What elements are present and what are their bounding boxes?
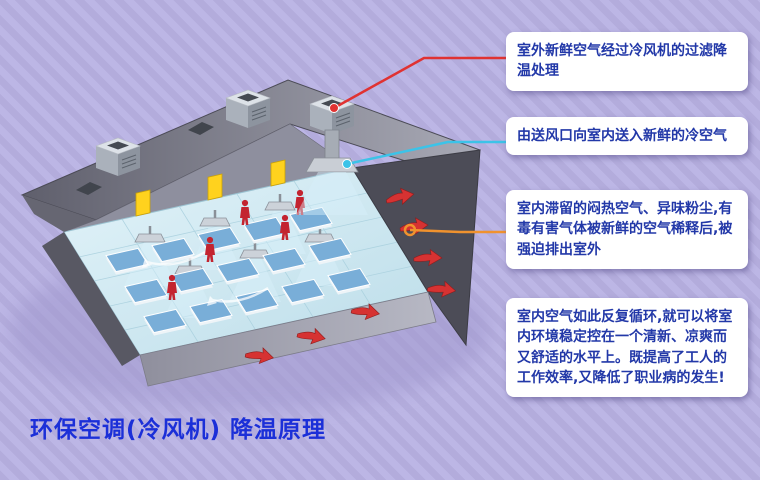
rooftop-cooler-unit [225,89,271,129]
orange-ring-marker [403,223,417,237]
callout-fresh-air-intake: 室外新鲜空气经过冷风机的过滤降温处理 [506,32,748,91]
callout-connectors [329,56,506,237]
front-wall [139,291,437,387]
left-wall-upper [22,195,96,232]
callout-exhaust-air: 室内滞留的闷热空气、异味粉尘,有毒有害气体被新鲜的空气稀释后,被强迫排出室外 [506,190,748,269]
indoor-airflow-arrows [142,250,269,306]
supply-air-cone [296,172,368,215]
callout-text: 室外新鲜空气经过冷风机的过滤降温处理 [517,43,727,80]
page-title: 环保空调(冷风机) 降温原理 [30,417,327,443]
red-dot-marker [329,103,339,113]
rooftop-cooler-unit [95,137,141,177]
roof-vent-grill [188,122,214,135]
door [270,159,286,187]
connector-line-exhaust [409,228,506,234]
connector-line-supply-air [346,140,506,166]
left-wall [42,232,140,366]
callout-text: 室内空气如此反复循环,就可以将室内环境稳定控在一个清新、凉爽而又舒适的水平上。既… [517,309,733,386]
door [207,173,223,201]
door [135,189,151,217]
cyan-dot-marker [342,159,352,169]
callout-text: 由送风口向室内送入新鲜的冷空气 [517,128,727,144]
callout-circulation-summary: 室内空气如此反复循环,就可以将室内环境稳定控在一个清新、凉爽而又舒适的水平上。既… [506,298,748,398]
connector-line-fresh-air [333,56,506,110]
right-wall [351,149,481,347]
callout-text: 室内滞留的闷热空气、异味粉尘,有毒有害气体被新鲜的空气稀释后,被强迫排出室外 [517,201,733,258]
callout-supply-air: 由送风口向室内送入新鲜的冷空气 [506,117,748,156]
roof-vent-grill [76,182,102,195]
